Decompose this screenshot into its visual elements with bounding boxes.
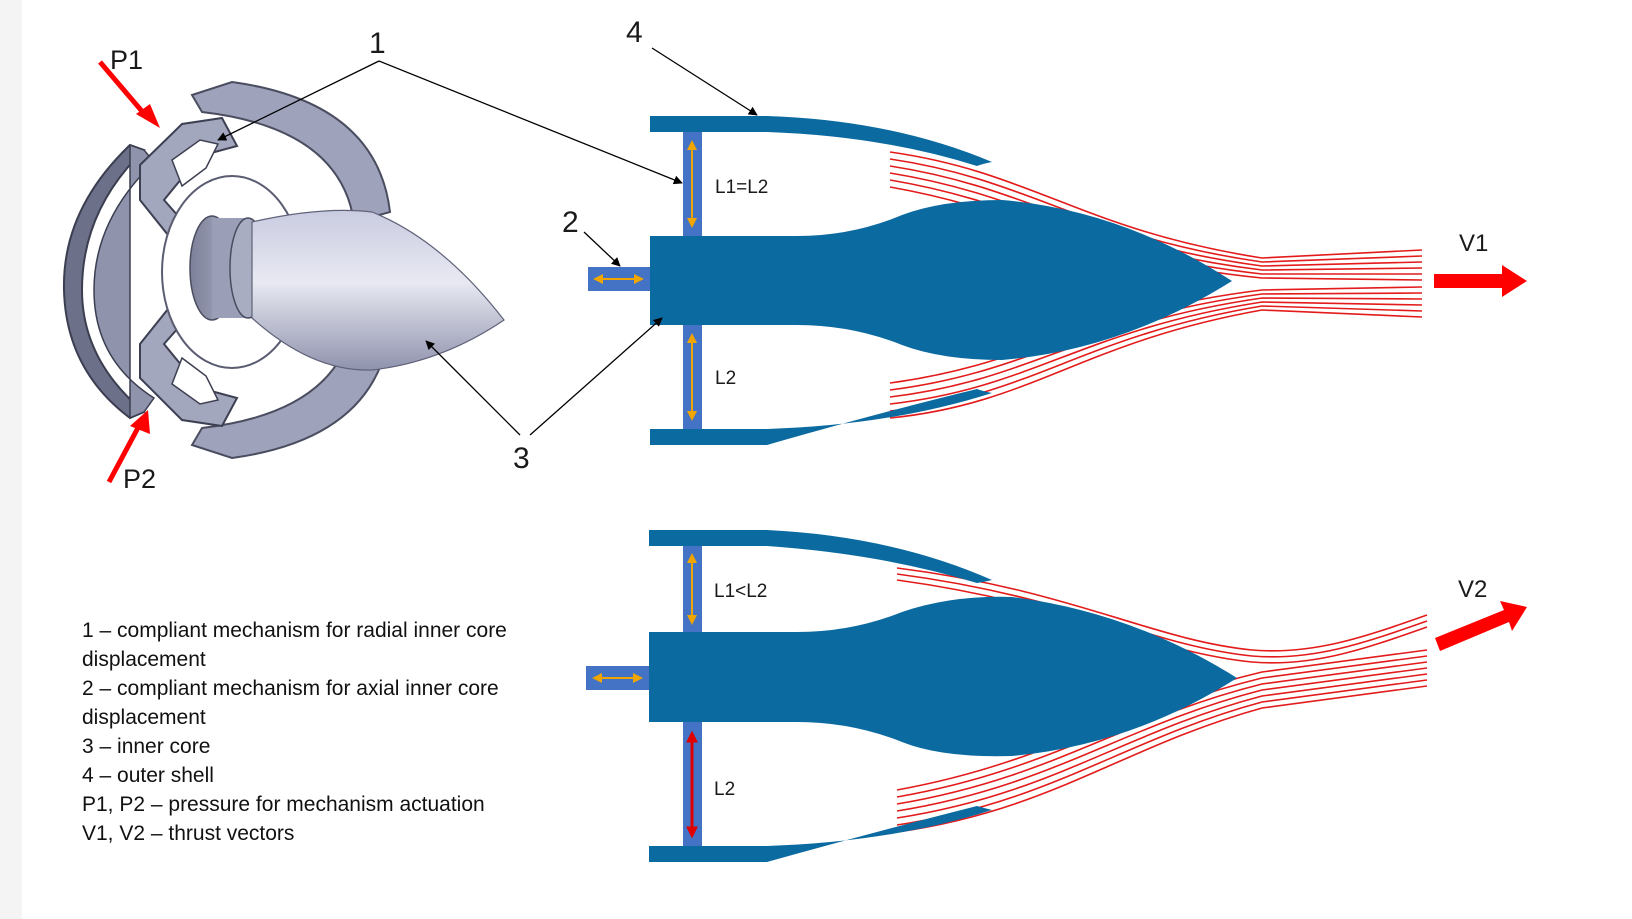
inner-core-top: [650, 200, 1232, 360]
legend-item: V1, V2 – thrust vectors: [82, 822, 295, 845]
label-v2: V2: [1458, 576, 1487, 603]
pressure-arrow-p2: [106, 410, 150, 484]
legend-item: 1 – compliant mechanism for radial inner…: [82, 619, 507, 671]
label-top-upper-dimension: L1=L2: [715, 177, 768, 198]
outer-shell-top-upper: [650, 116, 992, 166]
callout-2: 2: [562, 206, 579, 239]
legend: 1 – compliant mechanism for radial inner…: [82, 616, 552, 848]
label-top-lower-dimension: L2: [715, 368, 736, 389]
outer-shell-bottom-lower: [649, 806, 992, 862]
callout-leaders: [217, 47, 758, 436]
inner-core-bottom: [649, 596, 1237, 757]
callout-1: 1: [369, 27, 386, 60]
thrust-arrow-v1: [1434, 265, 1527, 297]
thrust-arrow-v2: [1435, 601, 1527, 651]
nozzle-diagram: L1=L2 L2 V1: [62, 16, 1527, 862]
streamlines-top-upper: [889, 151, 1423, 281]
label-p1: P1: [110, 45, 143, 75]
legend-item: 2 – compliant mechanism for axial inner …: [82, 677, 499, 729]
callout-4: 4: [626, 16, 643, 49]
callout-3: 3: [513, 442, 530, 475]
nozzle-bottom-section: L1<L2 L2 V2: [586, 530, 1527, 862]
mechanism-3d-render: [62, 80, 505, 460]
legend-item: P1, P2 – pressure for mechanism actuatio…: [82, 793, 485, 816]
label-p2: P2: [123, 464, 156, 494]
legend-item: 3 – inner core: [82, 735, 211, 758]
label-bottom-upper-dimension: L1<L2: [714, 581, 767, 602]
nozzle-top-section: L1=L2 L2 V1: [588, 116, 1527, 445]
figure-canvas: L1=L2 L2 V1: [22, 0, 1632, 919]
legend-item: 4 – outer shell: [82, 764, 214, 787]
label-bottom-lower-dimension: L2: [714, 779, 735, 800]
outer-shell-bottom-upper: [649, 530, 992, 583]
outer-shell-top-lower: [650, 389, 992, 445]
pressure-arrow-p1: [98, 60, 160, 128]
label-v1: V1: [1459, 230, 1488, 257]
